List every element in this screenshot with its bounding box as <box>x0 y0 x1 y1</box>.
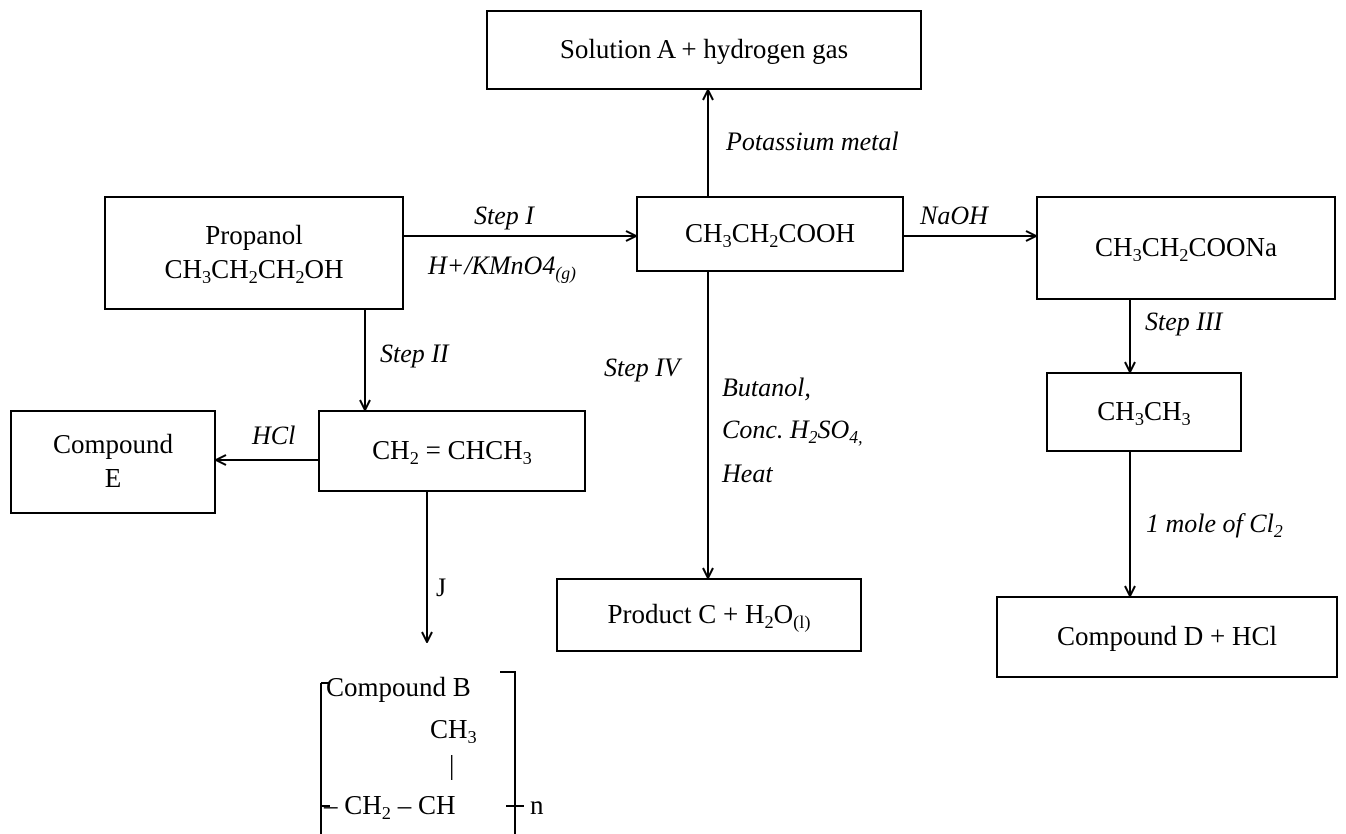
label-hcl: HCl <box>252 421 296 450</box>
propanol-name: Propanol <box>205 220 303 251</box>
product-c-box: Product C + H2O(l) <box>556 578 862 652</box>
compound-e-line1: Compound <box>52 429 173 460</box>
label-step-3: Step III <box>1145 307 1223 336</box>
label-chlorine: 1 mole of Cl2 <box>1146 509 1283 541</box>
ethane-box: CH3CH3 <box>1046 372 1242 452</box>
ethane-formula: CH3CH3 <box>1097 396 1191 430</box>
polymer-right-bracket <box>500 671 516 834</box>
compound-d-text: Compound D + HCl <box>1057 621 1277 652</box>
compound-e-box: Compound E <box>10 410 216 514</box>
label-step-2: Step II <box>380 339 449 368</box>
propanoic-acid-formula: CH3CH2COOH <box>685 218 855 252</box>
polymer-bond: | <box>449 750 455 780</box>
propene-box: CH2 = CHCH3 <box>318 410 586 492</box>
compound-d-box: Compound D + HCl <box>996 596 1338 678</box>
label-potassium-metal: Potassium metal <box>726 127 899 156</box>
polymer-methyl-group: CH3 <box>430 714 477 748</box>
label-j: J <box>436 573 447 602</box>
solution-a-box: Solution A + hydrogen gas <box>486 10 922 90</box>
propene-formula: CH2 = CHCH3 <box>372 435 532 469</box>
sodium-propanoate-box: CH3CH2COONa <box>1036 196 1336 300</box>
polymer-chain: – CH2 – CH <box>324 790 456 824</box>
label-step-4: Step IV <box>604 353 680 382</box>
propanol-formula: CH3CH2CH2OH <box>164 254 344 288</box>
label-step-1-reagent: H+/KMnO4(g) <box>428 251 576 283</box>
propanol-box: Propanol CH3CH2CH2OH <box>104 196 404 310</box>
label-butanol: Butanol, <box>722 373 811 402</box>
sodium-propanoate-formula: CH3CH2COONa <box>1095 232 1277 266</box>
propanoic-acid-box: CH3CH2COOH <box>636 196 904 272</box>
polymer-title: Compound B <box>326 672 471 702</box>
label-naoh: NaOH <box>920 201 988 230</box>
label-heat: Heat <box>722 459 773 488</box>
compound-e-line2: E <box>104 463 122 493</box>
solution-a-text: Solution A + hydrogen gas <box>559 34 849 65</box>
label-step-1: Step I <box>474 201 534 230</box>
label-conc-sulfuric-acid: Conc. H2SO4, <box>722 415 863 447</box>
polymer-repeat-n: n <box>530 790 544 820</box>
product-c-text: Product C + H2O(l) <box>607 599 811 633</box>
